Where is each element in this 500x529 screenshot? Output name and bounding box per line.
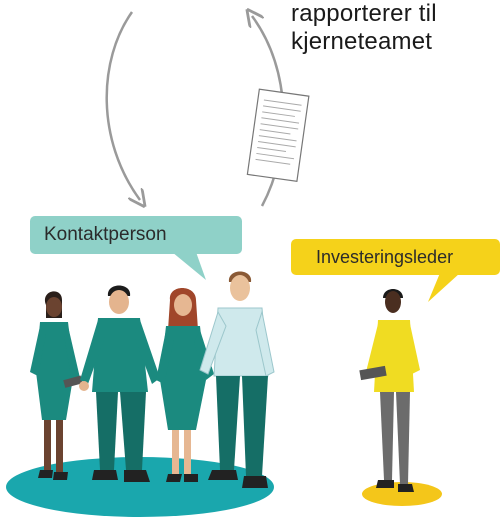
report-caption: rapporterer til kjerneteamet [291, 0, 496, 56]
team-member-2 [79, 285, 160, 482]
investment-bubble [291, 239, 500, 302]
down-arrow-icon [105, 11, 140, 200]
team-member-4 [199, 271, 275, 488]
team-floor [6, 457, 274, 517]
team-member-1 [30, 291, 83, 480]
report-document-icon [246, 88, 310, 183]
report-caption-line-1: rapporterer til [291, 0, 437, 27]
team-member-3 [156, 288, 214, 482]
investment-manager-label: Investeringsleder [316, 247, 454, 267]
contact-person-label: Kontaktperson [44, 224, 167, 245]
report-caption-line-2: kjerneteamet [291, 28, 433, 55]
investment-manager [359, 289, 420, 492]
contact-bubble [30, 216, 242, 280]
